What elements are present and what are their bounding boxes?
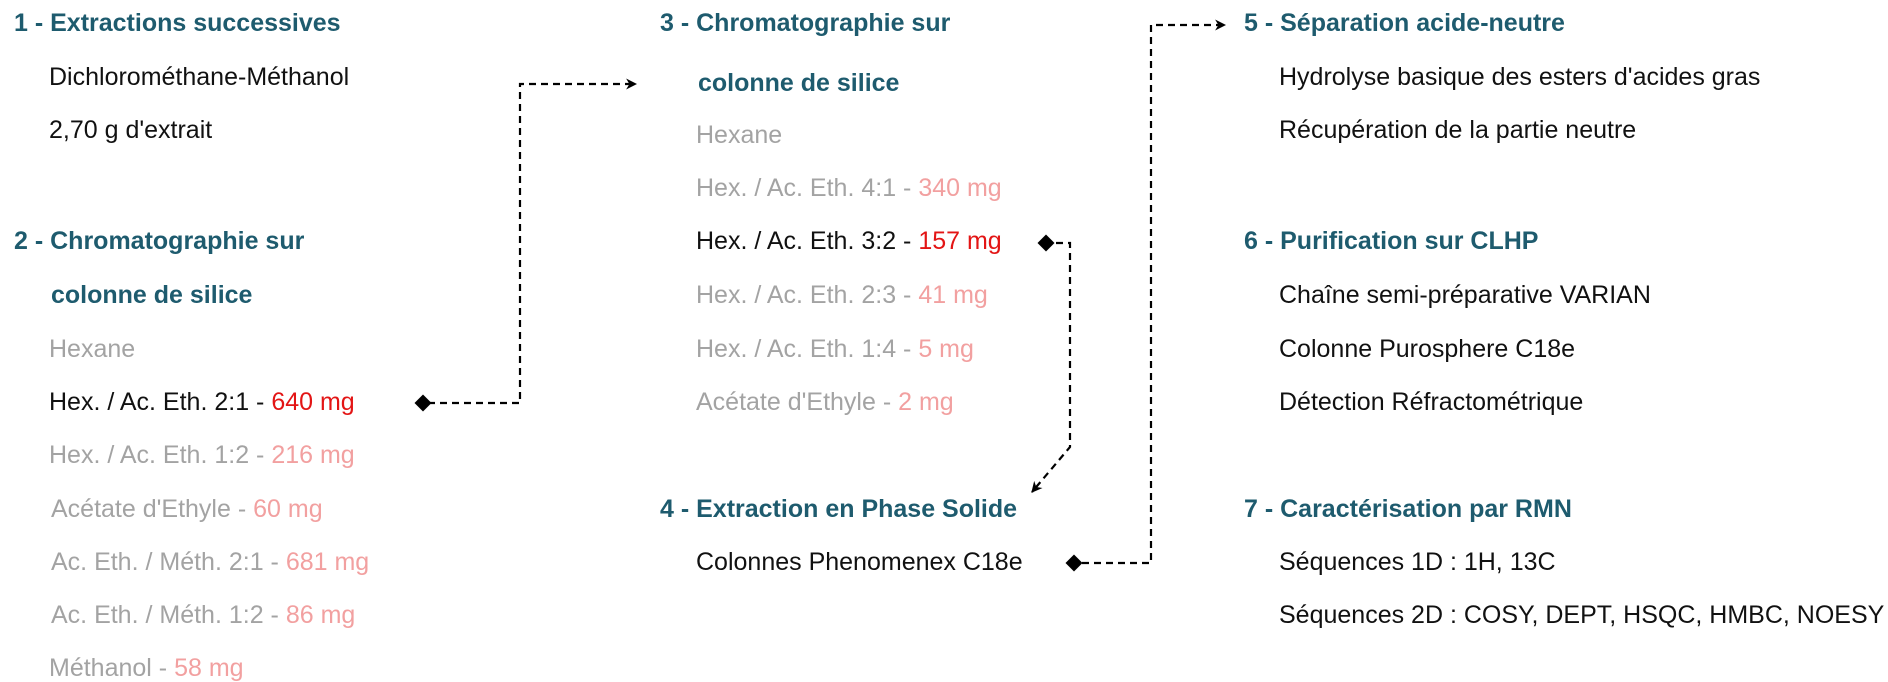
fraction-label: Hex. / Ac. Eth. 1:2 - [49, 441, 272, 469]
fraction-mass: 157 mg [918, 227, 1002, 255]
fraction-label: Ac. Eth. / Méth. 2:1 - [51, 548, 286, 576]
step5-line-1: Hydrolyse basique des esters d'acides gr… [1279, 63, 1761, 91]
step2-title-line2: colonne de silice [51, 281, 253, 309]
step2-fraction-6: Ac. Eth. / Méth. 1:2 - 86 mg [51, 603, 355, 628]
step2-title: 2 - Chromatographie sur [14, 227, 305, 255]
fraction-mass: 2 mg [898, 388, 954, 416]
step3-fraction-5: Hex. / Ac. Eth. 1:4 - 5 mg [696, 337, 974, 362]
step2-fraction-7: Méthanol - 58 mg [49, 656, 244, 681]
fraction-mass: 58 mg [174, 654, 244, 682]
step7-line-2: Séquences 2D : COSY, DEPT, HSQC, HMBC, N… [1279, 601, 1885, 629]
step6-line-1: Chaîne semi-préparative VARIAN [1279, 281, 1651, 309]
connector-step4-to-step5 [1082, 19, 1227, 565]
fraction-mass: 41 mg [918, 281, 988, 309]
fraction-label: Hex. / Ac. Eth. 1:4 - [696, 335, 919, 363]
step7-line-1: Séquences 1D : 1H, 13C [1279, 548, 1556, 576]
step6-line-3: Détection Réfractométrique [1279, 388, 1584, 416]
step3-fraction-6: Acétate d'Ethyle - 2 mg [696, 390, 954, 415]
step5-line-2: Récupération de la partie neutre [1279, 116, 1637, 144]
step2-fraction-3: Hex. / Ac. Eth. 1:2 - 216 mg [49, 443, 355, 468]
fraction-mass: 681 mg [285, 548, 370, 576]
fraction-mass: 86 mg [285, 601, 356, 629]
fraction-label: Hex. / Ac. Eth. 3:2 - [696, 227, 919, 255]
connector-diamond-start [414, 394, 432, 412]
step2-fraction-4: Acétate d'Ethyle - 60 mg [51, 497, 323, 522]
step1-title: 1 - Extractions successives [14, 9, 341, 37]
step6-line-2: Colonne Purosphere C18e [1279, 335, 1576, 363]
step3-fraction-1: Hexane [696, 123, 782, 148]
step6-title: 6 - Purification sur CLHP [1244, 227, 1539, 255]
connector-step2-to-step3 [428, 78, 638, 405]
fraction-label: Hex. / Ac. Eth. 2:3 - [696, 281, 919, 309]
fraction-label: Acétate d'Ethyle - [696, 388, 899, 416]
fraction-mass: 340 mg [918, 174, 1002, 202]
step2-fraction-5: Ac. Eth. / Méth. 2:1 - 681 mg [51, 550, 369, 575]
step3-title: 3 - Chromatographie sur [660, 9, 951, 37]
fraction-mass: 216 mg [271, 441, 355, 469]
fraction-label: Hex. / Ac. Eth. 2:1 - [49, 388, 272, 416]
connector-diamond-start [1065, 554, 1083, 572]
fraction-label: Hexane [696, 121, 783, 149]
connector-diamond-start [1037, 234, 1055, 252]
fraction-label: Ac. Eth. / Méth. 1:2 - [51, 601, 286, 629]
connector-step3-to-step4 [1031, 241, 1072, 493]
fraction-mass: 60 mg [253, 495, 323, 523]
step2-fraction-1: Hexane [49, 337, 135, 362]
fraction-label: Hex. / Ac. Eth. 4:1 - [696, 174, 919, 202]
step3-title-line2: colonne de silice [698, 69, 900, 97]
fraction-label: Hexane [49, 335, 136, 363]
step1-line-2: 2,70 g d'extrait [49, 116, 213, 144]
step3-fraction-2: Hex. / Ac. Eth. 4:1 - 340 mg [696, 176, 1002, 201]
step5-title: 5 - Séparation acide-neutre [1244, 9, 1565, 37]
step7-title: 7 - Caractérisation par RMN [1244, 495, 1572, 523]
step3-fraction-4: Hex. / Ac. Eth. 2:3 - 41 mg [696, 283, 988, 308]
step1-line-1: Dichlorométhane-Méthanol [49, 63, 350, 91]
step2-fraction-2: Hex. / Ac. Eth. 2:1 - 640 mg [49, 390, 355, 415]
step4-line-1: Colonnes Phenomenex C18e [696, 548, 1023, 576]
fraction-mass: 640 mg [271, 388, 355, 416]
fraction-label: Méthanol - [49, 654, 175, 682]
step4-title: 4 - Extraction en Phase Solide [660, 495, 1018, 523]
fraction-mass: 5 mg [918, 335, 974, 363]
fraction-label: Acétate d'Ethyle - [51, 495, 254, 523]
step3-fraction-3: Hex. / Ac. Eth. 3:2 - 157 mg [696, 229, 1002, 254]
